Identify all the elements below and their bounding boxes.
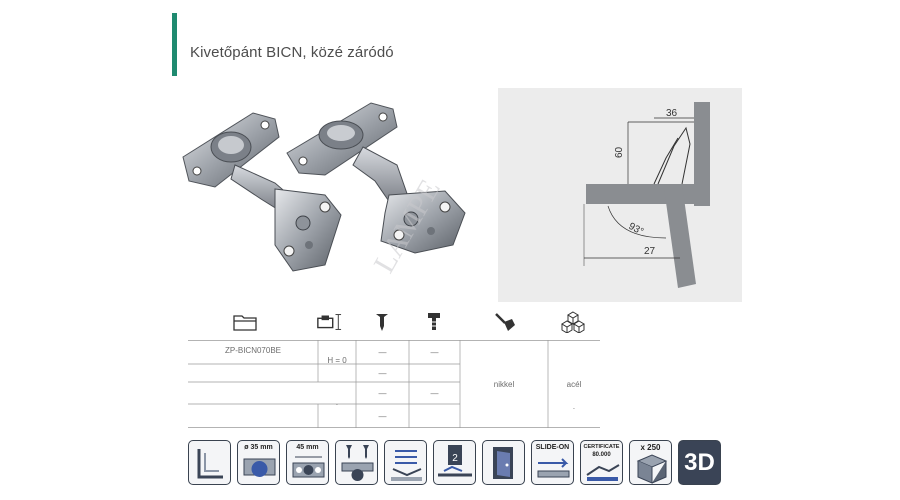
spec-grid: ZP-BICN070BE H = 0 — — — — — — · nikkel … <box>188 340 600 428</box>
page-title: Kivetőpánt BICN, közé záródó <box>190 44 394 61</box>
hole-distance-label: 45 mm <box>296 444 319 451</box>
wood-screw-icon <box>369 310 395 334</box>
screw-mounting-icon <box>335 440 378 485</box>
dim-27: 27 <box>644 246 656 257</box>
euro-screw-row1: — <box>430 347 439 357</box>
package-quantity-label: x 250 <box>640 443 661 452</box>
screw-row4: — <box>378 411 387 421</box>
cup-diameter-icon: ø 35 mm <box>237 440 280 485</box>
finish-value: nikkel <box>493 379 515 389</box>
folder-icon <box>232 310 258 334</box>
spec-table: ZP-BICN070BE H = 0 — — — — — — · nikkel … <box>188 302 600 428</box>
door-adjust-icon: 2 <box>433 440 476 485</box>
hinge-height-icon <box>316 310 342 334</box>
paint-brush-icon <box>492 310 518 334</box>
slide-on-icon: SLIDE-ON <box>531 440 574 485</box>
svg-text:2: 2 <box>452 453 458 464</box>
hole-distance-icon: 45 mm <box>286 440 329 485</box>
screw-row1: — <box>378 347 387 357</box>
euro-screw-icon <box>421 310 447 334</box>
cabinet-door-icon <box>482 440 525 485</box>
screw-row3: — <box>378 388 387 398</box>
title-accent-bar <box>172 13 177 76</box>
certificate-value: 80.000 <box>592 452 611 458</box>
spring-adjust-icon <box>384 440 427 485</box>
certificate-label: CERTIFICATE <box>583 444 620 450</box>
material-cubes-icon <box>560 310 586 334</box>
product-code: ZP-BICN070BE <box>224 345 282 355</box>
three-d-icon[interactable]: 3D <box>678 440 721 485</box>
certificate-icon: CERTIFICATE 80.000 <box>580 440 623 485</box>
material-value: acél <box>566 379 582 389</box>
three-d-label: 3D <box>684 449 715 476</box>
package-quantity-icon: x 250 <box>629 440 672 485</box>
dim-36: 36 <box>666 108 678 119</box>
technical-drawing: 36 60 93° 27 <box>498 88 742 302</box>
product-photo: LAMPE <box>175 95 490 290</box>
screw-row2: — <box>378 368 387 378</box>
spec-table-header <box>188 302 600 342</box>
dim-60: 60 <box>614 146 625 158</box>
cup-diameter-label: ø 35 mm <box>244 444 273 451</box>
euro-screw-row3: — <box>430 388 439 398</box>
material-dot: · <box>572 403 576 413</box>
height-dot: · <box>335 399 339 409</box>
height-value: H = 0 <box>327 355 347 365</box>
feature-icon-row: ø 35 mm 45 mm 2 SLIDE-ON CERTIFICATE 80.… <box>188 440 721 486</box>
overlay-position-icon <box>188 440 231 485</box>
slide-on-label: SLIDE-ON <box>535 444 570 451</box>
